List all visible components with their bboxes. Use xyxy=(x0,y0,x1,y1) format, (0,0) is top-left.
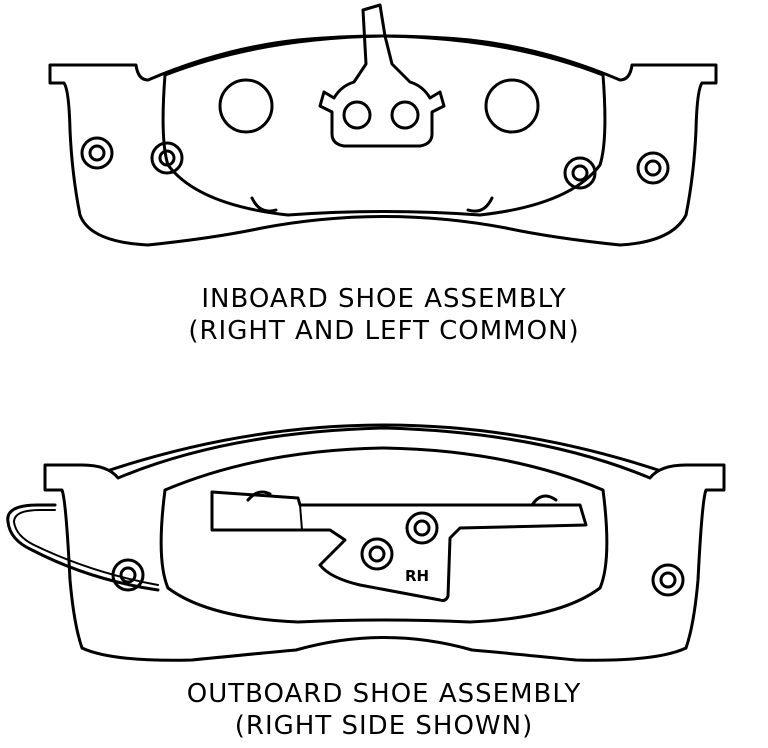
inboard-caption-line2: (RIGHT AND LEFT COMMON) xyxy=(188,316,580,346)
outboard-anti-rattle-bracket xyxy=(210,490,588,602)
outboard-top-arc xyxy=(108,423,660,472)
outboard-caption: OUTBOARD SHOE ASSEMBLY (RIGHT SIDE SHOWN… xyxy=(0,678,768,742)
inboard-backing-plate xyxy=(48,34,718,247)
inboard-caption: INBOARD SHOE ASSEMBLY (RIGHT AND LEFT CO… xyxy=(0,283,768,347)
outboard-caption-line1: OUTBOARD SHOE ASSEMBLY xyxy=(186,679,582,709)
inboard-pad-hole-right xyxy=(484,78,540,134)
outboard-backing-plate xyxy=(43,426,726,662)
outboard-friction-pad xyxy=(159,446,609,624)
inboard-bracket-hole-left xyxy=(342,100,372,130)
inboard-bracket-hole-right xyxy=(390,100,420,130)
inboard-pad-hole-left xyxy=(218,78,274,134)
outboard-shoe-assembly: RH xyxy=(6,423,726,662)
outboard-side-marking: RH xyxy=(405,567,429,585)
inboard-rivets xyxy=(80,136,670,213)
inboard-wear-indicator-bracket xyxy=(318,3,446,148)
inboard-shoe-assembly xyxy=(48,3,718,247)
outboard-wear-indicator-clip xyxy=(6,503,160,592)
outboard-rivets xyxy=(111,490,685,597)
outboard-caption-line2: (RIGHT SIDE SHOWN) xyxy=(234,711,534,741)
inboard-caption-line1: INBOARD SHOE ASSEMBLY xyxy=(201,284,567,314)
